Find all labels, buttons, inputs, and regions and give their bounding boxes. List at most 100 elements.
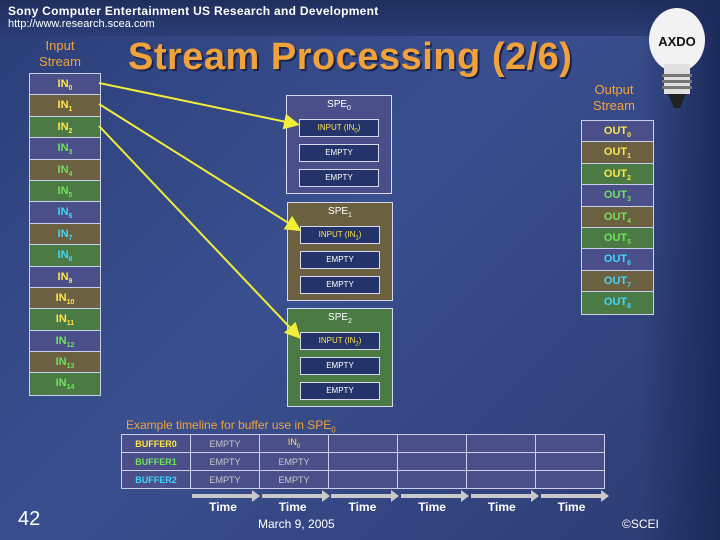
input-stream-item: IN5 [30,180,100,203]
arrow-in2-spe2 [98,125,301,339]
input-stream-item: IN4 [30,159,100,181]
input-stream-item: IN13 [30,352,100,374]
time-label: Time [209,500,237,514]
time-arrow [401,494,464,498]
time-arrow [540,494,603,498]
timeline-cell [328,452,398,471]
timeline-cell: IN0 [259,434,329,453]
time-arrow-head-icon [461,490,470,502]
time-label: Time [278,500,307,514]
buffer-label: BUFFER2 [121,470,191,489]
time-arrow-head-icon [321,490,330,502]
timeline-cell [328,470,398,489]
timeline-title-sub: 0 [331,425,336,435]
copyright: ©SCEI [622,517,659,531]
timeline-cell [397,452,467,471]
time-arrow [331,494,394,498]
output-stream-label: Output Stream [582,82,646,114]
spe-title: SPE0 [327,99,351,112]
page-number: 42 [18,508,41,530]
input-stream-item: IN12 [30,330,100,353]
time-label: Time [487,500,516,514]
time-label: Time [557,500,586,514]
timeline-cell [466,470,536,489]
output-label-line1: Output [594,82,634,97]
timeline-cell [535,452,605,471]
spe-empty-buffer: EMPTY [299,169,379,187]
spe-input-buffer: INPUT (IN0) [299,119,379,137]
input-stream-item: IN10 [30,287,100,310]
input-stream-item: IN14 [30,373,100,395]
time-arrow [261,494,324,498]
spe-input-buffer: INPUT (IN1) [300,226,380,244]
spe-title: SPE1 [328,206,352,219]
timeline-title-text: Example timeline for buffer use in SPE [126,418,332,432]
input-stream-item: IN11 [30,309,100,331]
input-stream-item: IN7 [30,223,100,246]
arrow-in0-spe0 [98,82,300,130]
time-label: Time [348,500,377,514]
spe-empty-buffer: EMPTY [300,382,380,400]
footer-date: March 9, 2005 [258,517,335,531]
timeline-cell [328,434,398,453]
output-stream-item: OUT3 [582,185,653,207]
input-label-line2: Stream [39,54,81,69]
timeline-cell [466,434,536,453]
lightbulb-logo-icon: AXDO [649,8,705,108]
output-stream-item: OUT4 [582,206,653,228]
time-arrow-head-icon [600,490,609,502]
input-stream-item: IN3 [30,138,100,160]
spe-empty-buffer: EMPTY [299,144,379,162]
header-bar: Sony Computer Entertainment US Research … [0,0,720,36]
time-arrow [192,494,254,498]
output-label-line2: Stream [593,98,635,113]
timeline-cell: EMPTY [259,452,329,471]
timeline-cell: EMPTY [190,470,260,489]
timeline-cell: EMPTY [190,434,260,453]
output-stream-item: OUT1 [582,142,653,164]
time-arrow-head-icon [530,490,539,502]
org-url: http://www.research.scea.com [8,18,155,30]
timeline-cell [397,434,467,453]
timeline-cell [535,470,605,489]
output-stream-item: OUT0 [582,121,653,143]
org-name: Sony Computer Entertainment US Research … [8,4,379,18]
output-stream-item: OUT7 [582,270,653,293]
output-stream-item: OUT2 [582,163,653,186]
buffer-label: BUFFER1 [121,452,191,471]
input-stream-label: Input Stream [28,38,92,70]
time-arrow-head-icon [252,490,260,502]
output-stream-item: OUT6 [582,249,653,271]
time-arrow [470,494,533,498]
timeline-title: Example timeline for buffer use in SPE0 [126,418,336,434]
spe-input-buffer: INPUT (IN2) [300,332,380,350]
input-stream-item: IN2 [30,116,100,139]
buffer-label: BUFFER0 [121,434,191,453]
timeline-cell: EMPTY [190,452,260,471]
input-stream-item: IN0 [30,74,100,96]
timeline-cell: EMPTY [259,470,329,489]
timeline-cell [535,434,605,453]
input-stream-item: IN8 [30,245,100,267]
spe-title: SPE2 [328,312,352,325]
timeline-cell [466,452,536,471]
output-stream-item: OUT8 [582,292,653,314]
logo-text: AXDO [658,34,696,49]
input-stream-item: IN6 [30,202,100,224]
spe-empty-buffer: EMPTY [300,357,380,375]
spe-empty-buffer: EMPTY [300,276,380,294]
input-label-line1: Input [45,38,75,53]
output-stream-item: OUT5 [582,227,653,250]
timeline-cell [397,470,467,489]
time-label: Time [418,500,446,514]
input-stream-item: IN1 [30,95,100,117]
